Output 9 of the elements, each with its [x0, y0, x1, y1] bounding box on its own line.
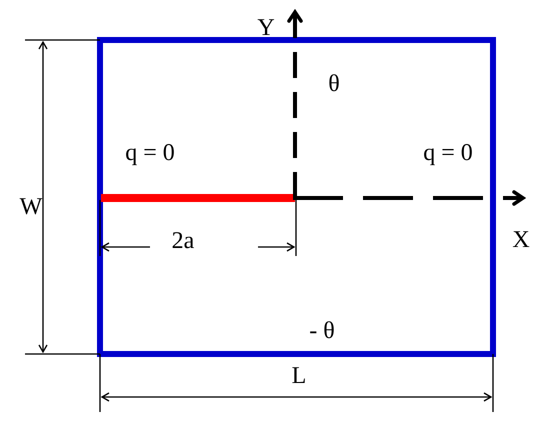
axis-label: Y — [257, 16, 275, 40]
angle-label: - θ — [309, 319, 335, 343]
angle-label: θ — [328, 72, 340, 96]
dimension-label: L — [292, 364, 306, 388]
dimension-label: 2a — [172, 229, 194, 253]
boundary-condition-label: q = 0 — [125, 141, 175, 165]
dimension-label: W — [20, 195, 42, 219]
axis-label: X — [512, 228, 530, 252]
boundary-condition-label: q = 0 — [423, 141, 473, 165]
